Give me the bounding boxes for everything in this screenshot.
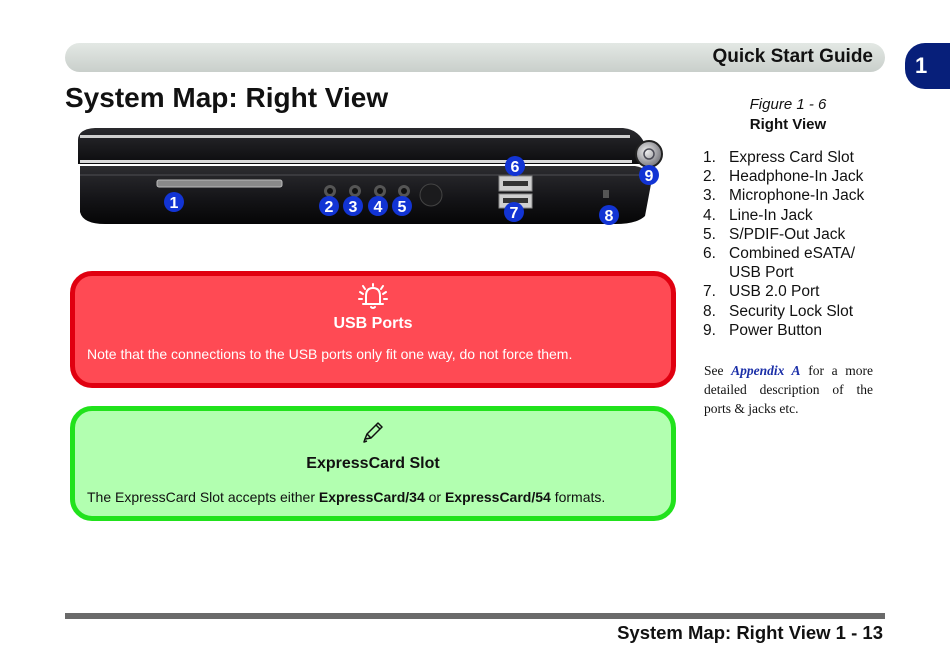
list-item: USB Port [729,264,794,282]
list-item: 2.Headphone-In Jack [703,168,864,186]
callout-4: 4 [368,196,388,216]
svg-text:7: 7 [510,205,519,222]
callout-8: 8 [599,205,619,225]
usb-ports-note: Note that the connections to the USB por… [87,346,573,362]
expresscard-title: ExpressCard Slot [306,455,440,472]
list-item: 8.Security Lock Slot [703,302,854,320]
port-list: 1.Express Card Slot 2.Headphone-In Jack … [703,148,864,340]
expresscard-note: The ExpressCard Slot accepts either Expr… [87,489,606,505]
footer-rule [65,613,885,619]
svg-text:5: 5 [398,199,407,216]
list-item: 5.S/PDIF-Out Jack [703,225,846,243]
figure-number: Figure 1 - 6 [749,96,827,113]
chapter-number: 1 [915,53,928,78]
see-appendix-note: See Appendix A for a more detailed descr… [704,363,874,416]
chapter-tab: 1 [905,43,950,89]
list-item: 4.Line-In Jack [703,206,813,224]
callout-7: 7 [504,202,524,222]
appendix-link[interactable]: Appendix A [731,363,801,378]
header-title: Quick Start Guide [712,46,873,67]
laptop-right-view-illustration: 1 2 3 4 5 6 7 8 9 [78,128,663,225]
list-item: 9.Power Button [703,321,823,339]
svg-text:8: 8 [605,208,614,225]
svg-text:9: 9 [645,168,654,185]
page-title: System Map: Right View [65,82,389,113]
alarm-bell-icon [358,283,388,309]
svg-text:2: 2 [325,199,334,216]
svg-text:6: 6 [511,159,520,176]
expresscard-note-box: ExpressCard Slot The ExpressCard Slot ac… [70,406,676,521]
figure-caption: Figure 1 - 6 Right View [700,96,876,133]
callout-1: 1 [164,192,184,212]
svg-text:1: 1 [170,195,179,212]
callout-2: 2 [319,196,339,216]
usb-ports-warning-box: USB Ports Note that the connections to t… [70,271,676,388]
usb-ports-title: USB Ports [333,315,413,332]
figure-title: Right View [749,116,827,133]
list-item: 3.Microphone-In Jack [703,187,865,205]
list-item: 1.Express Card Slot [703,149,854,166]
footer-page-label: System Map: Right View 1 - 13 [617,622,883,643]
pencil-icon [363,422,383,443]
callout-6: 6 [505,156,525,176]
header-bar: Quick Start Guide [65,43,885,72]
callout-3: 3 [343,196,363,216]
svg-text:4: 4 [374,199,383,216]
callout-5: 5 [392,196,412,216]
callout-9: 9 [639,165,659,185]
svg-text:3: 3 [349,199,358,216]
list-item: 6.Combined eSATA/ [703,245,856,263]
list-item: 7.USB 2.0 Port [703,283,820,301]
